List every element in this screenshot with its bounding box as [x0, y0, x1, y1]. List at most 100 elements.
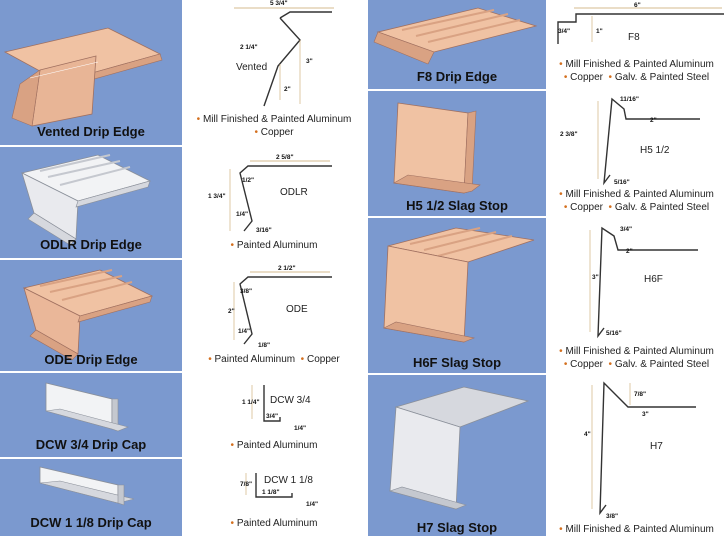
dimension-label: 3/4" [620, 226, 633, 233]
materials-line: • Mill Finished & Painted Aluminum [182, 113, 366, 126]
dimension-label: 11/16" [620, 96, 639, 103]
vented-drip-edge-illustration-panel: Vented Drip Edge [0, 0, 182, 145]
dimension-label: 3/8" [606, 513, 619, 520]
dimension-label: 1 1/4" [242, 399, 260, 406]
material: Mill Finished & Painted Aluminum [565, 189, 714, 200]
dcw-1-1-8-profile-drawing [245, 473, 293, 498]
materials-line: • Mill Finished & Painted Aluminum [546, 188, 727, 201]
material: Copper [306, 354, 340, 365]
materials-line: • Copper • Galv. & Painted Steel [546, 201, 727, 214]
dcw-3-4-drip-cap-illustration [45, 382, 129, 432]
bullet: • [559, 346, 563, 357]
dimension-label: 1/4" [294, 425, 307, 432]
profile-code: DCW 1 1/8 [264, 475, 313, 486]
f8-drip-edge-illustration-panel: F8 Drip Edge [368, 0, 546, 89]
ode-drip-edge-illustration [22, 269, 154, 361]
bullet: • [230, 440, 235, 451]
dimension-label: 2 3/8" [560, 131, 578, 138]
dcw-3-4-profile-drawing [251, 385, 281, 422]
dimension-label: 1" [596, 28, 603, 35]
material: Copper [570, 202, 603, 213]
h6f-profile-drawing [589, 226, 698, 339]
product-title: H5 1/2 Slag Stop [406, 198, 508, 213]
material: Mill Finished & Painted Aluminum [565, 346, 714, 357]
dimension-label: 3" [642, 411, 649, 418]
dcw-1-1-8-diagram-panel: 7/8" 1 1/8" 1/4" DCW 1 1/8 • Painted Alu… [182, 459, 366, 536]
materials-line: • Mill Finished & Painted Aluminum [546, 345, 727, 358]
h6f-slag-stop-illustration [383, 227, 535, 343]
odlr-drip-edge-illustration-panel: ODLR Drip Edge [0, 147, 182, 258]
bullet: • [559, 59, 563, 70]
dimension-label: 1/8" [258, 342, 271, 349]
dimension-label: 5/16" [606, 330, 622, 337]
bullet: • [608, 72, 613, 83]
material: Mill Finished & Painted Aluminum [565, 59, 714, 70]
materials-line: • Copper [182, 126, 366, 139]
materials-line: • Painted Aluminum • Copper [182, 353, 366, 366]
dimension-label: 3/4" [266, 413, 279, 420]
dimension-label: 7/8" [634, 391, 647, 398]
materials-line: • Painted Aluminum [182, 517, 366, 530]
dimension-label: 2" [284, 86, 291, 93]
material: Galv. & Painted Steel [614, 72, 710, 83]
material: Copper [260, 127, 294, 138]
material: Copper [570, 359, 603, 370]
product-title: DCW 1 1/8 Drip Cap [30, 515, 152, 530]
dimension-label: 1/2" [242, 177, 255, 184]
odlr-drip-edge-illustration [20, 154, 152, 246]
dimension-label: 6" [634, 2, 641, 9]
h5-1-2-profile-drawing [597, 97, 700, 186]
ode-drip-edge-illustration-panel: ODE Drip Edge [0, 260, 182, 371]
dimension-label: 1/4" [306, 501, 319, 508]
dimension-label: 2 5/8" [276, 154, 294, 161]
dimension-label: 1/4" [236, 211, 249, 218]
material: Copper [570, 72, 603, 83]
materials-line: • Mill Finished & Painted Aluminum [546, 523, 727, 536]
materials-line: • Copper • Galv. & Painted Steel [546, 71, 727, 84]
vented-drip-edge-diagram-panel: 5 3/4" 2 1/4" 3" 2" Vented • Mill Finish… [182, 0, 366, 145]
dimension-label: 2" [626, 248, 633, 255]
materials-line: • Mill Finished & Painted Aluminum [546, 58, 727, 71]
dcw-3-4-diagram-panel: 1 1/4" 3/4" 1/4" DCW 3/4 • Painted Alumi… [182, 373, 366, 457]
dimension-label: 2 1/4" [240, 44, 258, 51]
h6f-slag-stop-diagram-panel: 3/4" 2" 3" 5/16" H6F • Mill Finished & P… [546, 218, 727, 373]
dimension-label: 3" [306, 58, 313, 65]
material: Mill Finished & Painted Aluminum [202, 114, 352, 125]
profile-code: H6F [644, 274, 663, 285]
h5-1-2-slag-stop-diagram-panel: 11/16" 2" 2 3/8" 5/16" H5 1/2 • Mill Fin… [546, 91, 727, 216]
ode-profile-drawing [233, 271, 332, 345]
profile-code: Vented [236, 62, 268, 73]
f8-profile-drawing [557, 7, 724, 44]
bullet: • [559, 189, 563, 200]
f8-drip-edge-illustration [373, 7, 538, 65]
dimension-label: 2" [228, 308, 235, 315]
h5-1-2-slag-stop-illustration-panel: H5 1/2 Slag Stop [368, 91, 546, 216]
profile-code: H5 1/2 [640, 145, 670, 156]
profile-code: ODLR [280, 187, 308, 198]
material: Painted Aluminum [236, 440, 318, 451]
odlr-profile-drawing [229, 160, 332, 232]
dimension-label: 3/4" [558, 28, 571, 35]
dimension-label: 3" [592, 274, 599, 281]
material: Painted Aluminum [236, 518, 318, 529]
bullet: • [559, 524, 563, 535]
profile-code: DCW 3/4 [270, 395, 311, 406]
bullet: • [230, 240, 235, 251]
material: Mill Finished & Painted Aluminum [565, 524, 714, 535]
bullet: • [563, 72, 568, 83]
materials-line: • Painted Aluminum [182, 439, 366, 452]
product-title: F8 Drip Edge [416, 69, 498, 84]
dimension-label: 1 1/8" [262, 489, 280, 496]
bullet: • [608, 202, 613, 213]
bullet: • [230, 518, 235, 529]
dimension-label: 1/4" [238, 328, 251, 335]
vented-drip-edge-illustration [3, 27, 163, 127]
product-title: H7 Slag Stop [416, 520, 498, 535]
product-title: H6F Slag Stop [412, 355, 502, 370]
profile-code: F8 [628, 32, 640, 43]
dcw-1-1-8-illustration-panel: DCW 1 1/8 Drip Cap [0, 459, 182, 536]
bullet: • [196, 114, 201, 125]
dimension-label: 1 3/4" [208, 193, 226, 200]
dimension-label: 5/16" [614, 179, 630, 186]
bullet: • [563, 359, 568, 370]
